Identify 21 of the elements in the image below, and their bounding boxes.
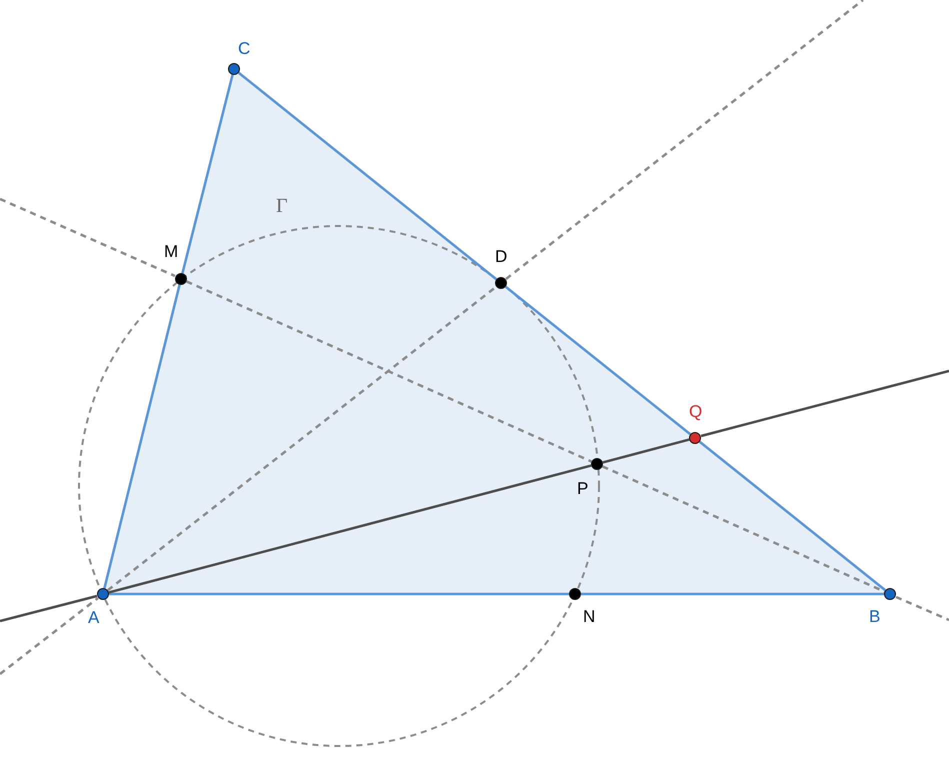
line-segment [181, 74, 234, 274]
dashed-line [186, 280, 592, 463]
line-segment [504, 286, 692, 436]
line-segment [238, 72, 498, 280]
point-label: Q [689, 403, 702, 421]
point-label: N [583, 608, 596, 626]
point-label: C [238, 40, 250, 58]
point-label: B [869, 608, 880, 626]
dashed-line [106, 286, 498, 592]
point-label: P [577, 480, 588, 498]
line-segment [109, 592, 569, 596]
dashed-line [602, 465, 886, 593]
line-segment [581, 592, 884, 596]
line-segment [103, 284, 181, 588]
point-label: A [88, 609, 100, 627]
circle-label: Γ [276, 197, 288, 215]
line-segment [602, 438, 690, 464]
line-segment [698, 440, 886, 592]
point-label: D [495, 248, 508, 266]
line-segment [108, 464, 592, 594]
point-label: M [164, 243, 178, 261]
